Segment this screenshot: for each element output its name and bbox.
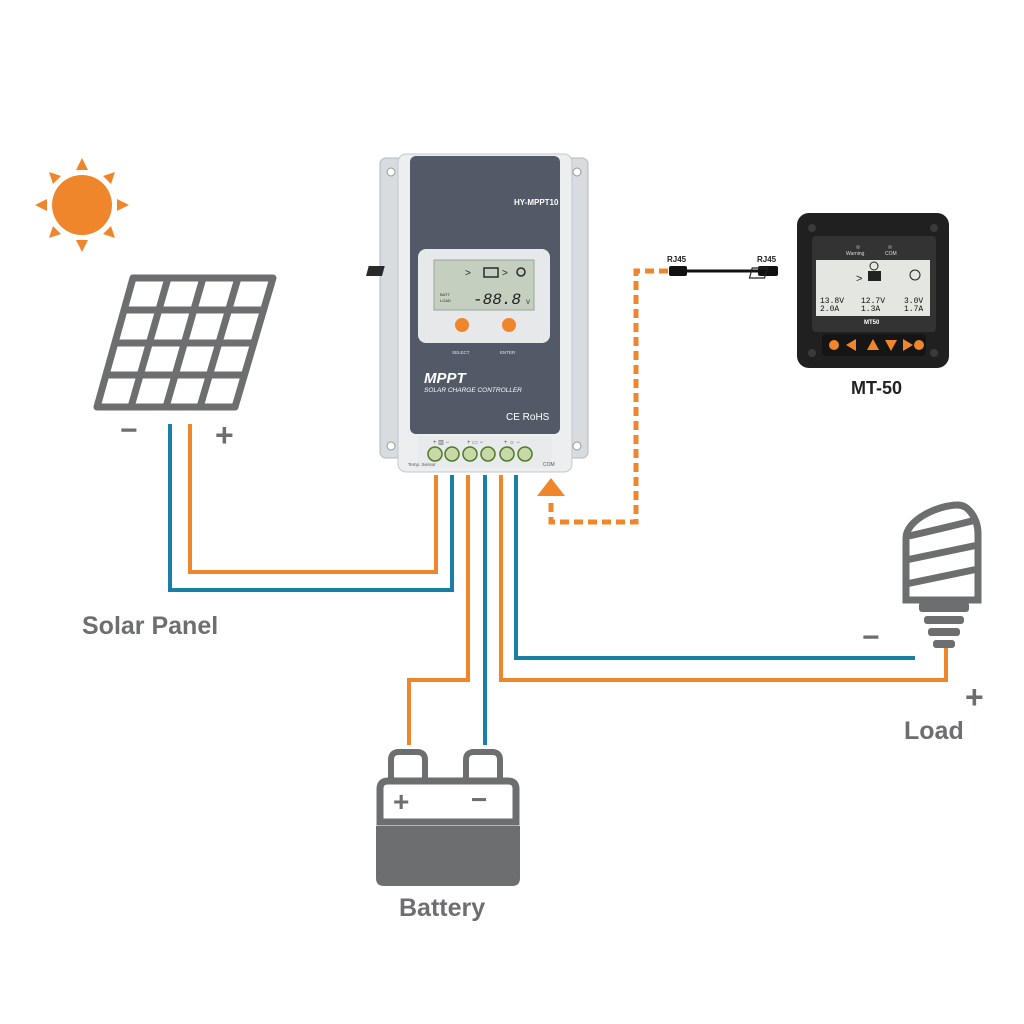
meter-model: MT50 [864, 320, 880, 326]
rj45-left-plug [669, 266, 687, 276]
light-bulb-icon [902, 501, 982, 648]
meter-warning-led [856, 245, 860, 249]
meter-right-button[interactable] [903, 339, 913, 351]
lcd-reading: -88.8 [473, 291, 521, 309]
lcd-pv-icon [366, 266, 385, 276]
enter-button[interactable] [502, 318, 516, 332]
rj45-cable: RJ45 RJ45 [667, 255, 778, 276]
meter-up-button[interactable] [867, 339, 879, 350]
battery-positive-wire [407, 475, 470, 745]
rj45-right-label: RJ45 [757, 255, 777, 264]
lcd-batt-label: BATT [440, 292, 450, 297]
meter-lcd [816, 260, 930, 316]
meter-bulb-icon [909, 269, 921, 281]
com-port-label: COM [543, 462, 555, 468]
solar-positive-wire [188, 424, 438, 574]
battery-label: Battery [399, 894, 485, 922]
svg-text:+ ▥ −: + ▥ − [433, 440, 450, 446]
svg-text:>: > [856, 273, 862, 285]
lcd-battery-icon [483, 267, 499, 278]
terminal-block [427, 446, 533, 462]
svg-text:>: > [465, 268, 471, 279]
terminal-icons: + ▥ − + ▭ − + ☼ − [433, 440, 520, 446]
meter-pv-icon [748, 267, 768, 279]
svg-text:+ ☼ −: + ☼ − [504, 440, 520, 446]
load-negative-wire [514, 475, 915, 660]
lcd-unit: V [526, 300, 530, 306]
meter-battery-icon [868, 271, 881, 281]
meter-com-label: COM [885, 251, 897, 257]
select-button[interactable] [455, 318, 469, 332]
battery-icon [376, 749, 520, 886]
meter-com-led [888, 245, 892, 249]
enter-label: ENTER [500, 350, 516, 355]
cert-mark: CE RoHS [506, 412, 550, 423]
meter-pv-voltage: 13.8V [820, 297, 844, 306]
rj45-left-label: RJ45 [667, 255, 687, 264]
meter-name-label: MT-50 [851, 378, 902, 398]
meter-down-button[interactable] [885, 340, 897, 351]
meter-load-voltage: 3.0V [904, 297, 923, 306]
meter-pv-current: 2.0A [820, 305, 839, 314]
mt50-remote-meter: Warning COM > 13.8V 2.0A 12.7V 1.3A 3.0V… [748, 213, 949, 368]
svg-text:>: > [502, 268, 508, 279]
solar-panel-label: Solar Panel [82, 612, 218, 640]
wires [168, 424, 948, 745]
solar-panel-icon [93, 274, 277, 411]
solar-plus-label: + [215, 417, 234, 453]
meter-load-current: 1.7A [904, 305, 923, 314]
meter-batt-voltage: 12.7V [861, 297, 885, 306]
load-label: Load [904, 717, 964, 745]
solar-negative-wire [168, 424, 454, 592]
temp-sensor-label: Temp. Sensor [408, 462, 436, 467]
meter-enter-button[interactable] [914, 340, 924, 350]
brand-subtitle: SOLAR CHARGE CONTROLLER [424, 387, 522, 394]
battery-plus-label: + [393, 786, 409, 817]
controller-model: HY-MPPT10 [514, 198, 559, 207]
arrow-up-icon [537, 478, 565, 496]
lcd-load-label: LOAD [440, 298, 451, 303]
meter-left-button[interactable] [846, 339, 856, 351]
load-positive-wire [499, 475, 948, 682]
svg-text:+ ▭ −: + ▭ − [467, 440, 484, 446]
solar-minus-label: − [120, 414, 138, 447]
charge-controller: HY-MPPT10 > > BATT LOAD -88.8 V SELECT E… [366, 153, 589, 473]
battery-minus-label: − [471, 784, 487, 815]
lcd-bulb-icon [516, 267, 526, 277]
load-minus-label: − [862, 621, 880, 654]
select-label: SELECT [452, 350, 470, 355]
sun-icon [35, 158, 129, 252]
meter-batt-current: 1.3A [861, 305, 880, 314]
meter-warning-label: Warning [846, 251, 865, 257]
brand-mppt: MPPT [424, 370, 468, 387]
load-plus-label: + [965, 679, 984, 715]
com-cable [537, 268, 668, 525]
meter-esc-button[interactable] [829, 340, 839, 350]
